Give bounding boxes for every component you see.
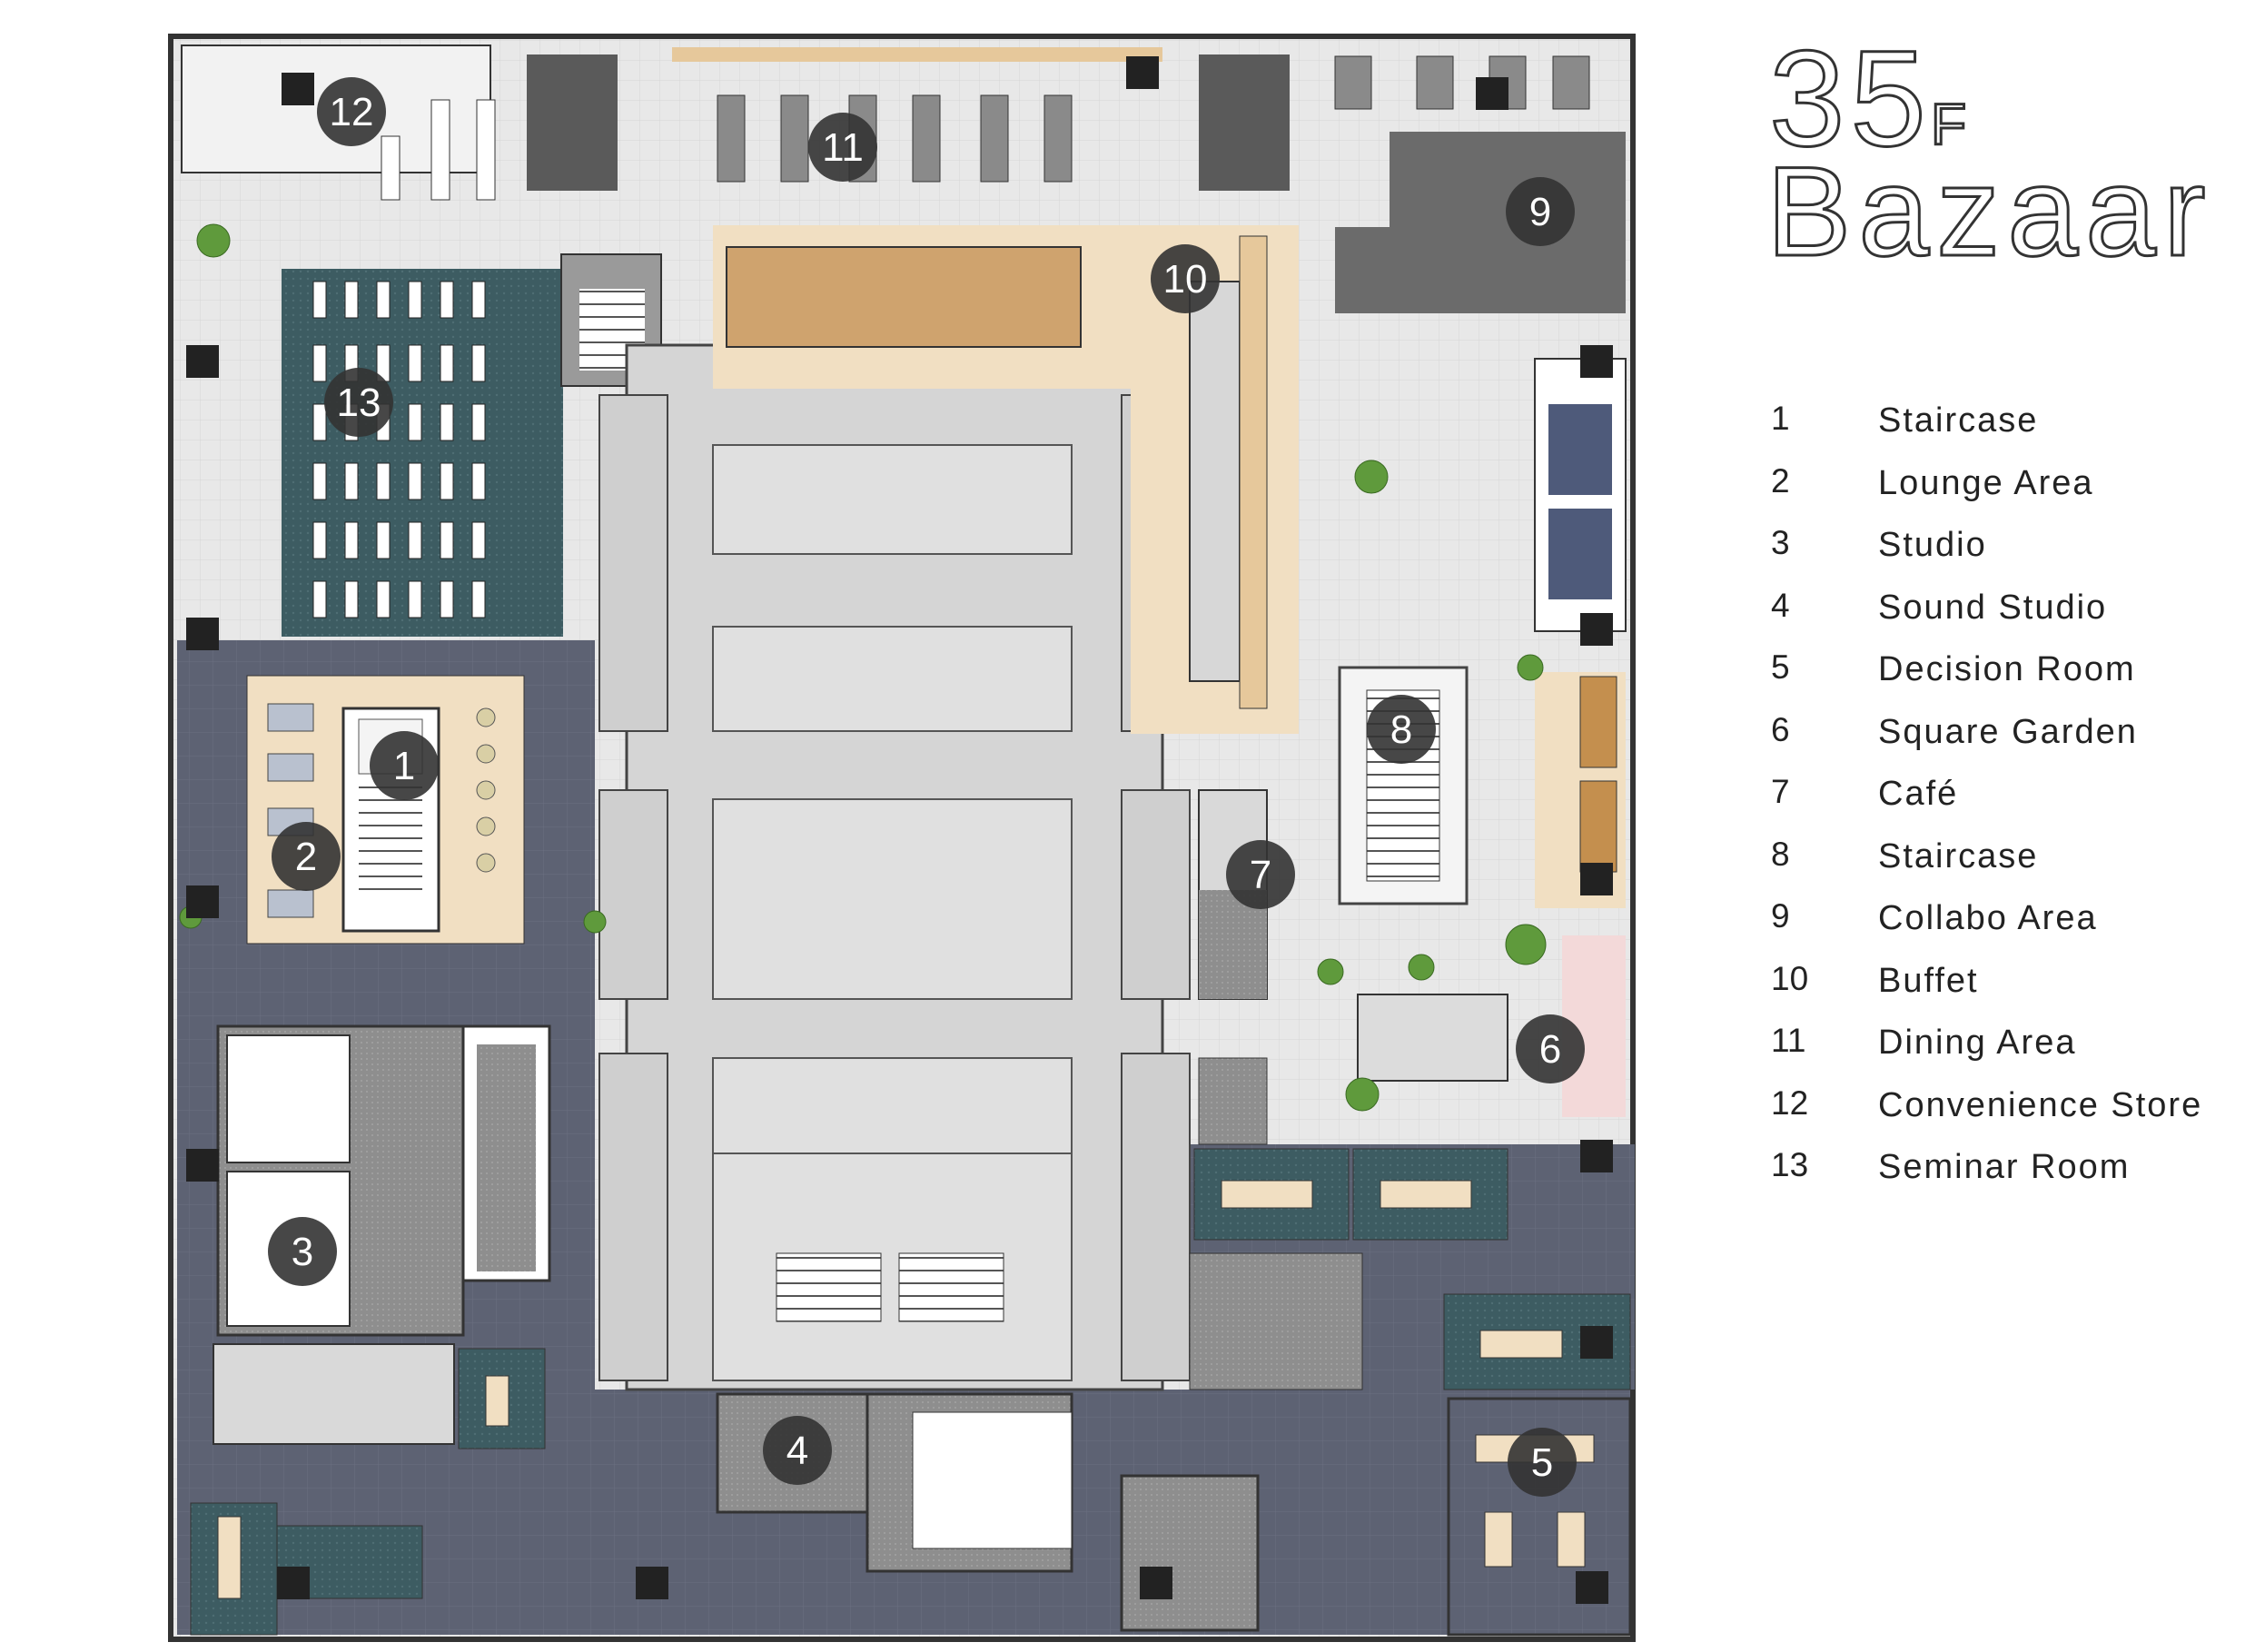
dining-area	[527, 47, 1290, 191]
marker-number: 11	[822, 125, 864, 170]
marker-circle	[1367, 695, 1436, 764]
legend-label: Staircase	[1878, 401, 2039, 440]
marker-circle	[268, 1217, 337, 1286]
marker-circle	[1516, 1014, 1585, 1083]
area-marker-2: 2	[272, 822, 341, 891]
sound-studio	[716, 1392, 1260, 1632]
marker-circle	[370, 731, 439, 800]
legend-number: 4	[1771, 586, 1790, 624]
building-core	[598, 343, 1191, 1391]
legend-number: 1	[1771, 400, 1790, 437]
collabo-area	[1334, 55, 1626, 313]
marker-number: 3	[292, 1230, 313, 1274]
legend-number: 10	[1771, 959, 1809, 997]
marker-circle	[763, 1416, 832, 1485]
area-marker-10: 10	[1151, 244, 1220, 313]
legend-label: Square Garden	[1878, 712, 2138, 751]
marker-circle	[1226, 840, 1295, 909]
legend-number: 5	[1771, 648, 1790, 686]
area-marker-11: 11	[808, 113, 877, 182]
legend-label: Café	[1878, 775, 1959, 813]
legend-item: 9 Collabo Area	[1771, 897, 2243, 960]
marker-circle	[1508, 1428, 1577, 1497]
marker-number: 10	[1163, 257, 1208, 302]
marker-circle	[1151, 244, 1220, 313]
marker-number: 4	[786, 1429, 808, 1473]
legend-number: 11	[1771, 1022, 1806, 1059]
area-marker-4: 4	[763, 1416, 832, 1485]
area-marker-3: 3	[268, 1217, 337, 1286]
floor-number: 35	[1768, 22, 1932, 174]
area-marker-7: 7	[1226, 840, 1295, 909]
columns	[186, 56, 1613, 1604]
lounge-area	[246, 675, 525, 945]
marker-number: 6	[1539, 1027, 1561, 1072]
legend-label: Convenience Store	[1878, 1085, 2203, 1124]
legend-number: 9	[1771, 897, 1790, 935]
legend-number: 7	[1771, 773, 1790, 810]
area-marker-1: 1	[370, 731, 439, 800]
floor-suffix: F	[1929, 91, 1967, 159]
marker-number: 5	[1531, 1440, 1553, 1485]
area-marker-5: 5	[1508, 1428, 1577, 1497]
legend-number: 12	[1771, 1083, 1809, 1122]
legend-item: 12 Convenience Store	[1771, 1084, 2243, 1147]
area-marker-9: 9	[1506, 177, 1575, 246]
marker-number: 7	[1250, 853, 1271, 897]
marker-circle	[317, 77, 386, 146]
legend-label: Lounge Area	[1878, 463, 2094, 502]
area-marker-12: 12	[317, 77, 386, 146]
legend-label: Sound Studio	[1878, 588, 2108, 627]
legend-item: 11 Dining Area	[1771, 1022, 2243, 1084]
legend-item: 1 Staircase	[1771, 400, 2243, 462]
marker-number: 9	[1529, 190, 1551, 234]
legend-item: 7 Café	[1771, 773, 2243, 836]
floor-number-title: 35 F	[1768, 29, 1968, 168]
legend-label: Staircase	[1878, 836, 2039, 875]
legend-item: 10 Buffet	[1771, 960, 2243, 1023]
area-marker-8: 8	[1367, 695, 1436, 764]
meeting-rooms	[190, 1148, 1631, 1636]
marker-circle	[324, 368, 393, 437]
legend-number: 6	[1771, 710, 1790, 748]
marker-circle	[272, 822, 341, 891]
legend-label: Dining Area	[1878, 1024, 2077, 1062]
legend-number: 8	[1771, 835, 1790, 873]
legend-number: 3	[1771, 524, 1790, 561]
legend-label: Buffet	[1878, 961, 1979, 1000]
area-marker-6: 6	[1516, 1014, 1585, 1083]
legend-item: 2 Lounge Area	[1771, 462, 2243, 525]
floor-name: Bazaar	[1766, 140, 2213, 282]
legend-item: 6 Square Garden	[1771, 711, 2243, 774]
plants	[179, 223, 1547, 1112]
legend-label: Collabo Area	[1878, 899, 2098, 937]
area-marker-13: 13	[324, 368, 393, 437]
legend-number: 2	[1771, 461, 1790, 500]
marker-number: 1	[393, 744, 415, 788]
legend-item: 4 Sound Studio	[1771, 587, 2243, 649]
marker-number: 2	[295, 835, 317, 879]
legend-label: Decision Room	[1878, 650, 2136, 688]
legend-item: 5 Decision Room	[1771, 648, 2243, 711]
legend-item: 3 Studio	[1771, 524, 2243, 587]
marker-number: 13	[337, 381, 381, 425]
legend-item: 13 Seminar Room	[1771, 1146, 2243, 1209]
marker-circle	[1506, 177, 1575, 246]
marker-circle	[808, 113, 877, 182]
legend-label: Studio	[1878, 526, 1987, 564]
legend-item: 8 Staircase	[1771, 836, 2243, 898]
marker-number: 12	[330, 90, 374, 134]
marker-number: 8	[1390, 707, 1412, 752]
legend-label: Seminar Room	[1878, 1148, 2131, 1186]
legend-number: 13	[1771, 1146, 1809, 1183]
